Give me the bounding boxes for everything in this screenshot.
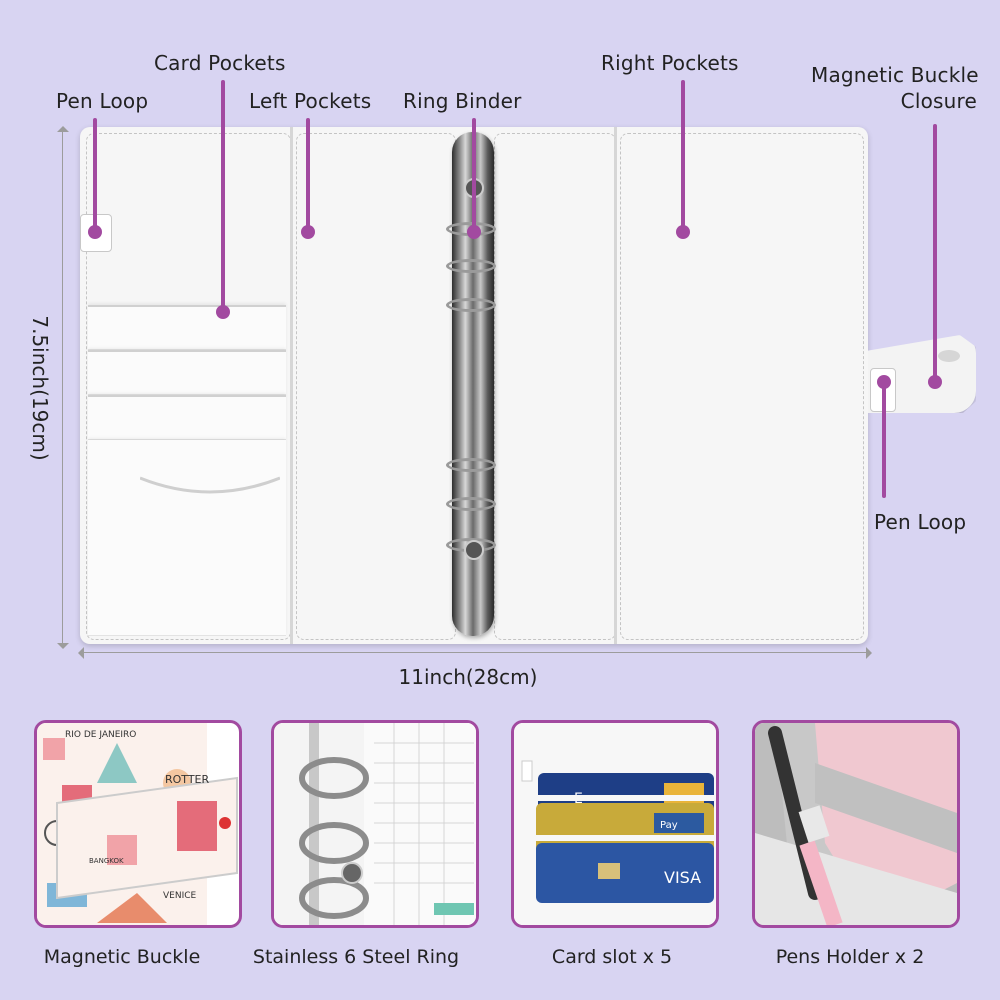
steel-rings-icon — [274, 723, 476, 925]
left-spine-divider — [290, 127, 293, 644]
marker-pen-loop-right — [877, 375, 891, 389]
right-pocket-outline — [620, 133, 864, 640]
leader-pen-loop-left — [93, 118, 97, 230]
pen-holder-icon — [755, 723, 957, 925]
center-pocket-outline — [494, 133, 616, 640]
card-pay-text: Pay — [660, 820, 678, 831]
card-pocket — [88, 350, 286, 395]
caption-magnetic-buckle: Magnetic Buckle — [43, 946, 201, 968]
thumb-text-bangkok: BANGKOK — [89, 857, 124, 865]
label-magnetic-buckle-closure-line1: Magnetic Buckle — [811, 63, 979, 87]
leader-pen-loop-right — [882, 384, 886, 498]
card-visa-text: VISA — [664, 868, 701, 887]
height-dimension-line — [62, 130, 63, 645]
binder-ring — [446, 458, 496, 472]
card-slots-icon: E Pay VISA — [514, 723, 716, 925]
caption-steel-ring: Stainless 6 Steel Ring — [252, 946, 460, 968]
binder-ring — [446, 259, 496, 273]
arrow-up-icon — [57, 120, 69, 132]
thumb-steel-ring — [271, 720, 479, 928]
marker-card-pockets — [216, 305, 230, 319]
leader-left-pockets — [306, 118, 310, 230]
width-dimension-label: 11inch(28cm) — [398, 665, 538, 689]
height-dimension-label: 7.5inch(19cm) — [28, 315, 52, 461]
label-card-pockets: Card Pockets — [154, 51, 286, 75]
caption-pen-holder: Pens Holder x 2 — [775, 946, 925, 968]
marker-pen-loop-left — [88, 225, 102, 239]
thumb-pen-holder — [752, 720, 960, 928]
card-pocket — [88, 305, 286, 350]
clasp-hole — [938, 350, 960, 362]
label-ring-binder: Ring Binder — [403, 89, 522, 113]
leader-card-pockets — [221, 80, 225, 310]
card-pocket — [88, 395, 286, 440]
leader-magnetic-buckle — [933, 124, 937, 380]
marker-right-pockets — [676, 225, 690, 239]
thumb-card-slots: E Pay VISA — [511, 720, 719, 928]
ring-release-button — [464, 540, 484, 560]
label-pen-loop-right: Pen Loop — [874, 510, 967, 534]
label-magnetic-buckle-closure: Magnetic Buckle Closure — [811, 62, 979, 114]
patterned-binder-icon: RIO DE JANEIRO ROTTER VENICE BANGKOK — [37, 723, 238, 925]
left-pocket-outline — [296, 133, 456, 640]
arrow-right-icon — [866, 647, 878, 659]
thumb-magnetic-buckle: RIO DE JANEIRO ROTTER VENICE BANGKOK — [34, 720, 242, 928]
label-right-pockets: Right Pockets — [601, 51, 739, 75]
leader-ring-binder — [472, 118, 476, 230]
caption-card-slots: Card slot x 5 — [551, 946, 673, 968]
marker-left-pockets — [301, 225, 315, 239]
arrow-down-icon — [57, 643, 69, 655]
thumb-text-venice: VENICE — [163, 891, 197, 901]
marker-ring-binder — [467, 225, 481, 239]
pocket-curve — [140, 476, 280, 494]
width-dimension-line — [82, 652, 867, 653]
binder-ring — [446, 298, 496, 312]
binder-ring — [446, 497, 496, 511]
arrow-left-icon — [72, 647, 84, 659]
leader-right-pockets — [681, 80, 685, 230]
thumb-text-rotter: ROTTER — [165, 773, 209, 786]
marker-magnetic-buckle — [928, 375, 942, 389]
label-left-pockets: Left Pockets — [249, 89, 372, 113]
label-pen-loop-left: Pen Loop — [56, 89, 149, 113]
thumb-text-rio: RIO DE JANEIRO — [65, 730, 136, 740]
card-pocket-large — [88, 440, 286, 636]
label-magnetic-buckle-closure-line2: Closure — [900, 89, 977, 113]
right-spine-divider — [614, 127, 617, 644]
